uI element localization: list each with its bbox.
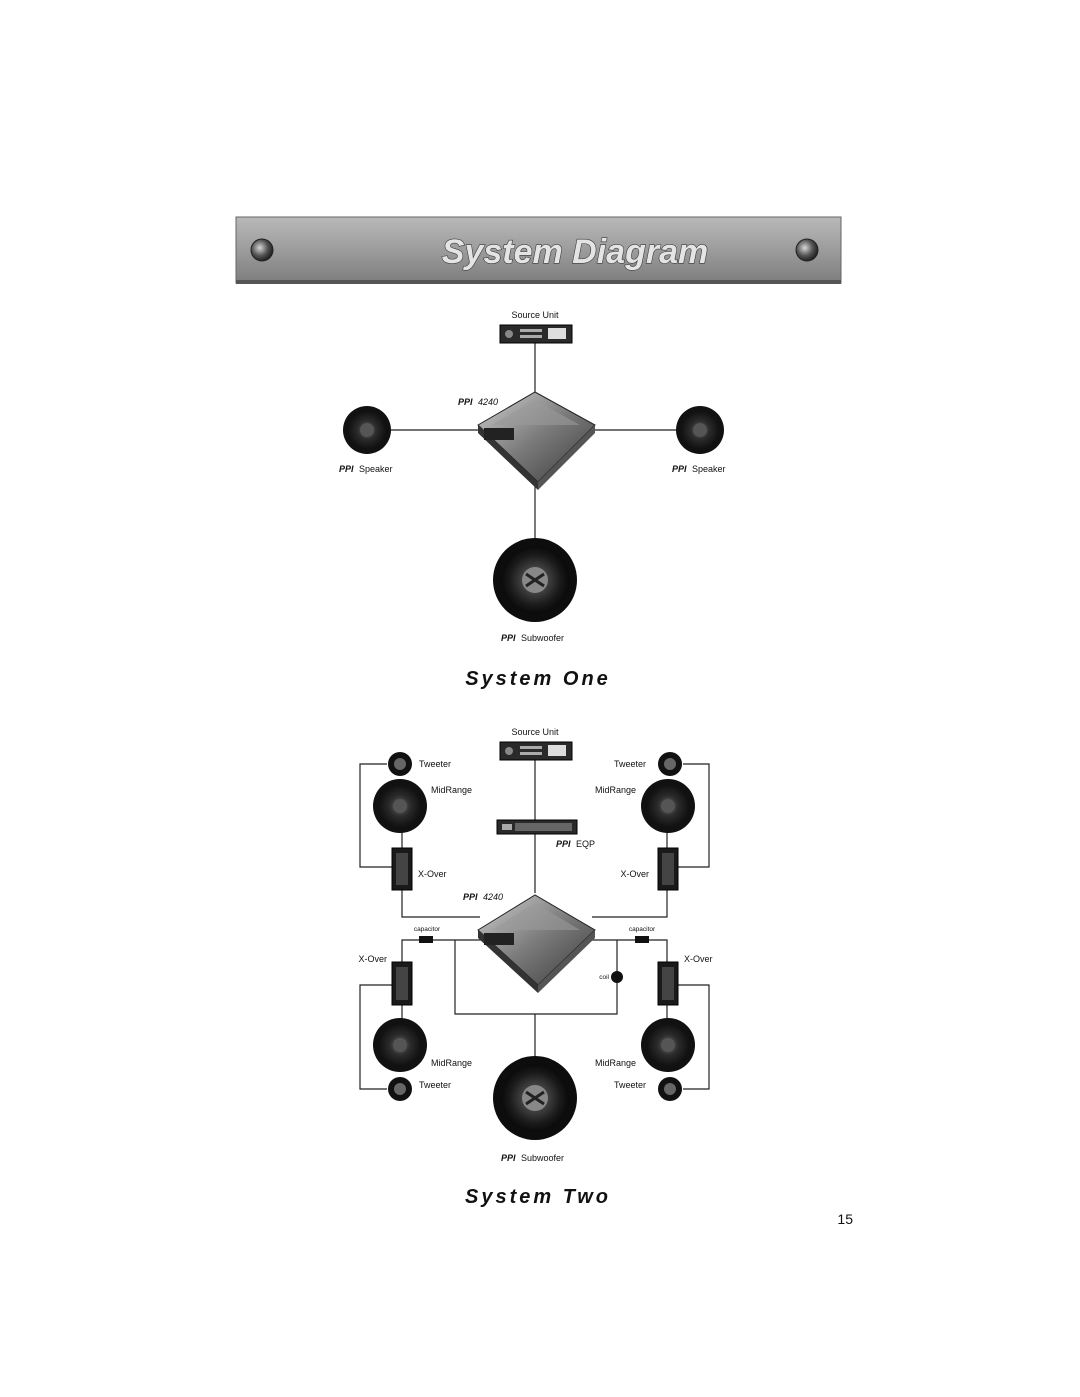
system-two-front-right-xover-label: X-Over bbox=[620, 869, 649, 879]
system-two-subwoofer-label: Subwoofer bbox=[521, 1153, 564, 1163]
system-two-front-right-midrange-label: MidRange bbox=[595, 785, 636, 795]
system-one-left-speaker-icon bbox=[343, 406, 391, 454]
system-two-rear-right-midrange-label: MidRange bbox=[595, 1058, 636, 1068]
system-two-amp-model: 4240 bbox=[483, 892, 503, 902]
system-two-capacitor-left-icon bbox=[419, 936, 433, 943]
system-two-amplifier-icon bbox=[477, 894, 596, 993]
system-two-front-left-xover-label: X-Over bbox=[418, 869, 447, 879]
system-two-coil-label: coil bbox=[599, 974, 609, 981]
system-two-front-right-tweeter-label: Tweeter bbox=[614, 759, 646, 769]
system-two-source-unit-label: Source Unit bbox=[511, 727, 559, 737]
system-two-eq-label: EQP bbox=[576, 839, 595, 849]
system-two-front-right-xover-icon bbox=[657, 847, 679, 891]
banner-screw-right-icon bbox=[795, 238, 819, 262]
system-one-amplifier-icon bbox=[477, 391, 596, 490]
system-two-rear-right-xover-label: X-Over bbox=[684, 954, 713, 964]
system-two-front-right-midrange-icon bbox=[641, 779, 695, 833]
system-two-front-left-midrange-icon bbox=[373, 779, 427, 833]
system-one-subwoofer-label: Subwoofer bbox=[521, 633, 564, 643]
system-two-capacitor-right-label: capacitor bbox=[629, 926, 656, 933]
page-number: 15 bbox=[837, 1211, 853, 1227]
system-two-front-right-tweeter-icon bbox=[658, 752, 682, 776]
system-one-right-speaker-label: Speaker bbox=[692, 464, 726, 474]
system-one-amp-model: 4240 bbox=[478, 397, 498, 407]
system-two-subwoofer-icon bbox=[493, 1056, 577, 1140]
system-two-front-left-tweeter-label: Tweeter bbox=[419, 759, 451, 769]
system-two-rear-left-xover-label: X-Over bbox=[358, 954, 387, 964]
system-one-right-speaker-brand: PPI bbox=[672, 464, 687, 474]
system-one-left-speaker-label: Speaker bbox=[359, 464, 393, 474]
system-two-rear-left-midrange-icon bbox=[373, 1018, 427, 1072]
system-two-rear-right-xover-icon bbox=[657, 961, 679, 1006]
system-two-source-unit-icon bbox=[499, 741, 573, 761]
system-one-subwoofer-brand: PPI bbox=[501, 633, 516, 643]
system-two-title: System Two bbox=[465, 1186, 611, 1208]
banner: System Diagram bbox=[235, 216, 842, 284]
system-two-front-left-xover-icon bbox=[391, 847, 413, 891]
system-one-title: System One bbox=[465, 668, 611, 690]
system-two-front-left-midrange-label: MidRange bbox=[431, 785, 472, 795]
banner-title: System Diagram bbox=[442, 233, 708, 271]
system-two: Source Unit PPI EQP Tweeter MidRange bbox=[358, 727, 712, 1208]
system-two-rear-left-midrange-label: MidRange bbox=[431, 1058, 472, 1068]
system-two-rear-right-tweeter-icon bbox=[658, 1077, 682, 1101]
system-two-eq-icon bbox=[496, 819, 578, 835]
system-two-capacitor-left-label: capacitor bbox=[414, 926, 441, 933]
system-two-rear-right-tweeter-label: Tweeter bbox=[614, 1080, 646, 1090]
system-two-amp-brand: PPI bbox=[463, 892, 478, 902]
system-one-subwoofer-icon bbox=[493, 538, 577, 622]
system-one-source-unit-label: Source Unit bbox=[511, 310, 559, 320]
system-two-rear-left-xover-icon bbox=[391, 961, 413, 1006]
system-one-right-speaker-icon bbox=[676, 406, 724, 454]
system-two-rear-left-tweeter-label: Tweeter bbox=[419, 1080, 451, 1090]
system-two-eq-brand: PPI bbox=[556, 839, 571, 849]
system-one-amp-brand: PPI bbox=[458, 397, 473, 407]
system-two-coil-icon bbox=[611, 971, 623, 983]
system-two-capacitor-right-icon bbox=[635, 936, 649, 943]
system-two-rear-right-midrange-icon bbox=[641, 1018, 695, 1072]
system-two-rear-left-tweeter-icon bbox=[388, 1077, 412, 1101]
system-two-front-left-tweeter-icon bbox=[388, 752, 412, 776]
banner-screw-left-icon bbox=[250, 238, 274, 262]
system-one-source-unit-icon bbox=[499, 324, 573, 344]
system-one: Source Unit PPI 4240 PPI Speaker bbox=[339, 310, 726, 690]
system-one-left-speaker-brand: PPI bbox=[339, 464, 354, 474]
system-two-subwoofer-brand: PPI bbox=[501, 1153, 516, 1163]
